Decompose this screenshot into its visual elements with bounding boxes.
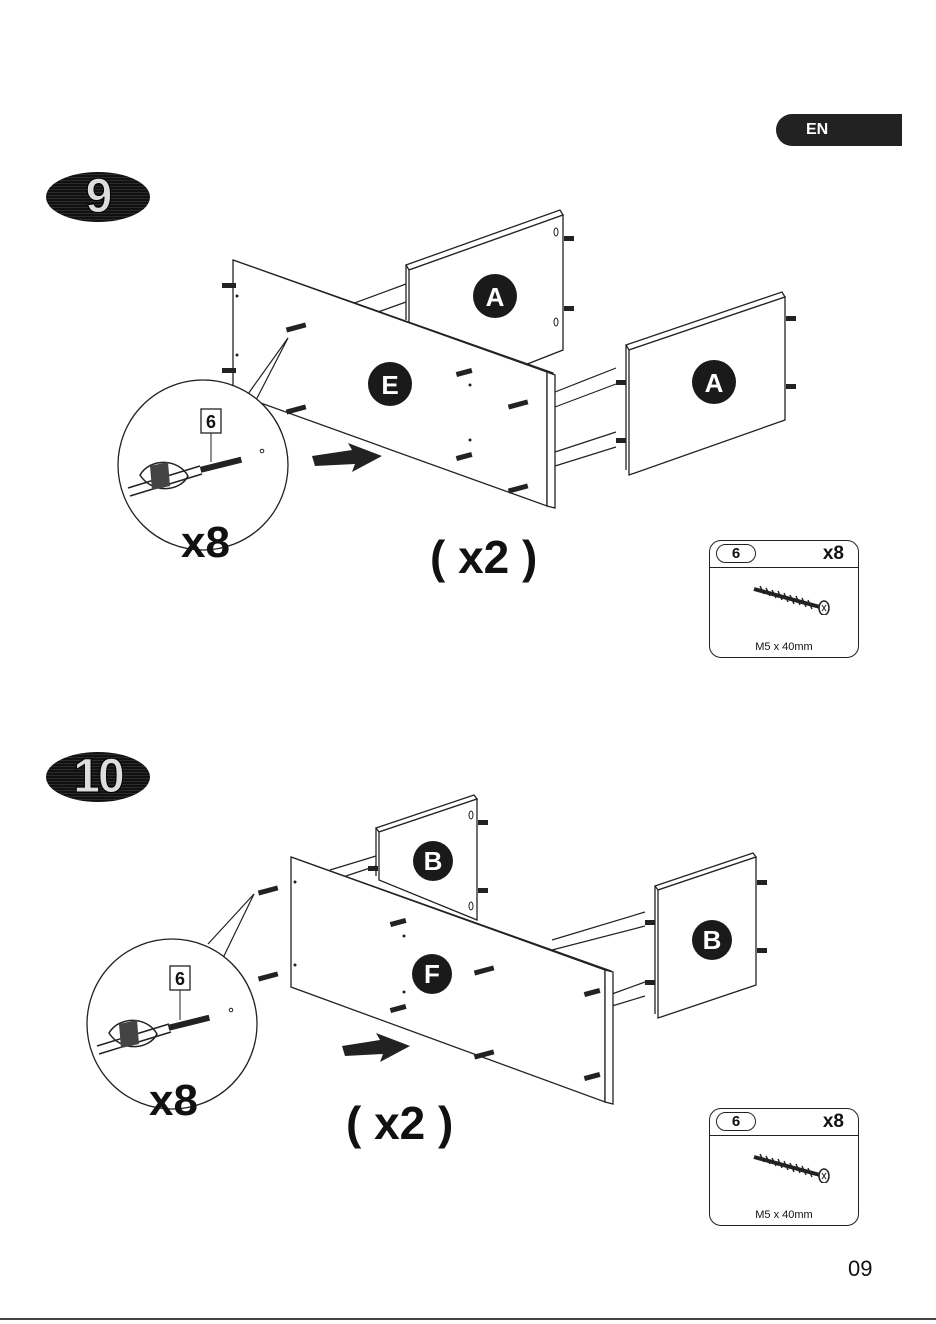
step-10-hardware-id: 6 xyxy=(716,1112,756,1131)
step-10-push-arrow xyxy=(342,1033,410,1062)
language-label: EN xyxy=(806,121,828,139)
step-9-front-panel-label: E xyxy=(381,370,398,400)
page-number: 09 xyxy=(848,1256,872,1282)
step-9-hardware-box: 6 x8 M5 x 40mm xyxy=(709,540,859,658)
step-10-callout-part: 6 xyxy=(175,969,185,989)
step-9-hardware-id: 6 xyxy=(716,544,756,563)
step-10-hardware-qty: x8 xyxy=(823,1111,844,1133)
step-10-hardware-size: M5 x 40mm xyxy=(710,1209,858,1221)
step-10-side-panel: B xyxy=(645,853,767,1018)
step-9-callout-part: 6 xyxy=(206,412,216,432)
step-9-hardware-qty: x8 xyxy=(823,543,844,565)
footer-rule xyxy=(0,1318,936,1320)
step-9-hardware-size: M5 x 40mm xyxy=(710,641,858,653)
step-10-side-panel-label: B xyxy=(703,925,722,955)
step-10-hardware-box: 6 x8 M5 x 40mm xyxy=(709,1108,859,1226)
screw-icon xyxy=(750,1149,832,1183)
step-9-side-panel-label: A xyxy=(705,368,724,398)
screw-icon xyxy=(750,581,832,615)
step-9-quantity: x8 xyxy=(181,518,230,568)
step-9-diagram: A A E xyxy=(0,200,936,580)
step-10-quantity: x8 xyxy=(149,1076,198,1126)
step-9-sets: ( x2 ) xyxy=(430,530,537,584)
step-10-front-panel-label: F xyxy=(424,959,440,989)
step-9-back-panel-label: A xyxy=(486,282,505,312)
step-9-side-panel: A xyxy=(616,292,796,475)
step-10-diagram: B B F xyxy=(0,790,936,1120)
step-10-sets: ( x2 ) xyxy=(346,1096,453,1150)
language-tab: EN xyxy=(776,114,902,146)
step-10-back-panel-label: B xyxy=(424,846,443,876)
step-9-push-arrow xyxy=(312,443,382,472)
